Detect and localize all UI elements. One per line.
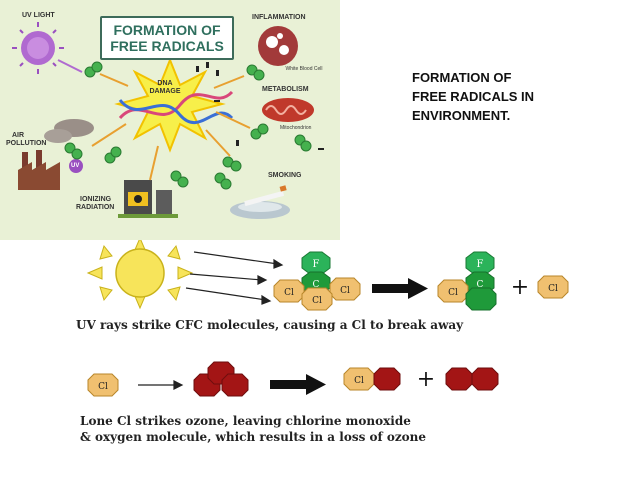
air-pollution-label-1: AIR [12,132,25,139]
lone-chlorine-label: Cl [98,382,108,392]
cfc-chlorine-label: Cl [312,296,322,306]
uv-badge-label: UV [71,163,80,169]
slide-title-line3: ENVIRONMENT. [412,108,511,123]
sun-icon [86,240,194,310]
lone-chlorine-atom-icon: Cl [87,373,119,397]
radiation-barrel-icon [118,180,178,218]
cfc-molecule-icon: F C Cl Cl Cl [273,251,361,311]
slide-title-line1: FORMATION OF [412,70,512,85]
plus-sign: + [511,275,529,300]
white-blood-cell-icon [258,26,298,66]
dna-damage-label-2: DAMAGE [149,88,181,95]
thin-arrow-icon [138,380,184,390]
uv-badge-icon [69,159,83,173]
infographic-title-box: FORMATION OF FREE RADICALS [100,16,234,60]
reaction-arrow-icon [372,278,428,299]
cfc-carbon-label: C [313,280,320,290]
plus-sign: + [417,367,435,392]
remainder-fluorine-label: F [477,259,484,270]
reaction-arrow-icon [270,374,326,395]
metabolism-label: METABOLISM [262,86,309,93]
ozone-depletion-diagram: F C Cl Cl Cl F C Cl + Cl Cl [86,240,569,397]
inflammation-label: INFLAMMATION [252,14,306,21]
dna-damage-label-1: DNA [157,80,173,87]
white-blood-cell-label: White Blood Cell [285,66,323,72]
infographic-title-line1: FORMATION OF [113,22,221,38]
smoking-label: SMOKING [268,172,302,179]
pathway-arrows-icon [91,73,251,181]
infographic-artwork [12,22,324,219]
free-chlorine-label: Cl [548,284,558,294]
remainder-carbon-label: C [477,280,484,290]
cfc-caption: UV rays strike CFC molecules, causing a … [76,318,464,332]
cfc-fluorine-label: F [313,259,320,270]
cfc-chlorine-label: Cl [284,288,294,298]
ozone-molecule-icon [193,361,249,397]
uv-ray-arrows-icon [185,251,284,305]
slide-title: FORMATION OF FREE RADICALS IN ENVIRONMEN… [412,68,612,125]
uv-light-label: UV LIGHT [22,12,55,19]
mitochondrion-icon [262,98,314,122]
cigarette-ashtray-icon [230,185,290,219]
ozone-caption-line2: & oxygen molecule, which results in a lo… [80,430,427,444]
uv-light-icon [12,22,83,74]
infographic-title-line2: FREE RADICALS [110,38,224,54]
radical-molecules-icon [64,61,312,190]
dna-helix-icon [118,90,234,124]
free-chlorine-atom-icon: Cl [537,275,569,299]
ionizing-radiation-label-1: IONIZING [80,196,112,203]
chlorine-monoxide-cl-label: Cl [354,376,364,386]
mitochondrion-label: Mitochondrion [280,125,312,131]
slide-title-line2: FREE RADICALS IN [412,89,535,104]
oxygen-molecule-icon [445,367,499,391]
cfc-remainder-molecule-icon: F C Cl [437,251,497,311]
dna-damage-burst-icon [114,57,226,153]
air-pollution-label-2: POLLUTION [6,140,47,147]
free-radicals-infographic: FORMATION OF FREE RADICALS UV LIGHT INFL… [0,0,340,240]
remainder-chlorine-label: Cl [448,288,458,298]
ionizing-radiation-label-2: RADIATION [76,204,115,211]
chlorine-monoxide-molecule-icon: Cl [343,367,401,391]
ozone-caption-line1: Lone Cl strikes ozone, leaving chlorine … [80,414,411,428]
electron-dots-icon [196,62,324,150]
factory-icon [18,119,94,190]
cfc-chlorine-label: Cl [340,286,350,296]
